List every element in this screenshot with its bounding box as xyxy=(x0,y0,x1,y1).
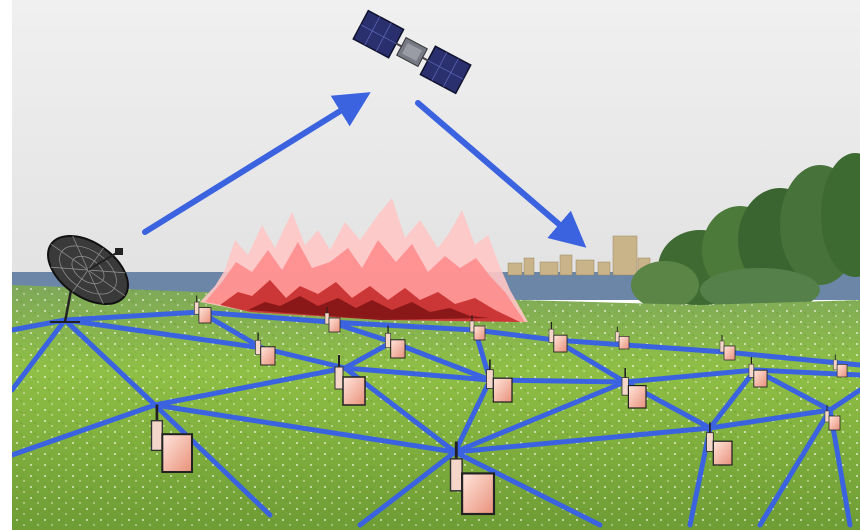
downlink-arrow xyxy=(415,100,587,248)
uplink-arrow xyxy=(142,92,371,235)
sensor-node-icon xyxy=(548,321,568,353)
sensor-node-icon xyxy=(824,405,841,431)
sensor-node-icon xyxy=(194,295,212,324)
sensor-node-icon xyxy=(748,356,768,388)
fire-icon xyxy=(200,198,528,322)
sensor-node-icon xyxy=(255,332,276,366)
sensor-node-icon xyxy=(719,335,736,361)
sensor-node-icon xyxy=(469,315,486,341)
sensor-node-icon xyxy=(615,326,630,350)
satellite-icon xyxy=(352,9,472,95)
sensor-nodes xyxy=(150,295,848,516)
satellite-dish-icon xyxy=(47,235,129,323)
sensor-node-icon xyxy=(334,355,366,406)
sensor-node-icon xyxy=(706,422,733,466)
network-links xyxy=(9,309,860,528)
sensor-node-icon xyxy=(621,367,647,409)
sensor-node-icon xyxy=(833,354,848,378)
sensor-node-icon xyxy=(486,359,513,403)
sensor-node-icon xyxy=(150,404,194,474)
city-skyline-icon xyxy=(507,235,651,276)
grass-texture xyxy=(12,285,860,530)
sensor-node-icon xyxy=(449,441,496,516)
left-margin xyxy=(0,0,12,530)
forest-icon xyxy=(631,153,860,312)
sensor-node-icon xyxy=(324,307,341,333)
sensor-node-icon xyxy=(385,325,406,359)
